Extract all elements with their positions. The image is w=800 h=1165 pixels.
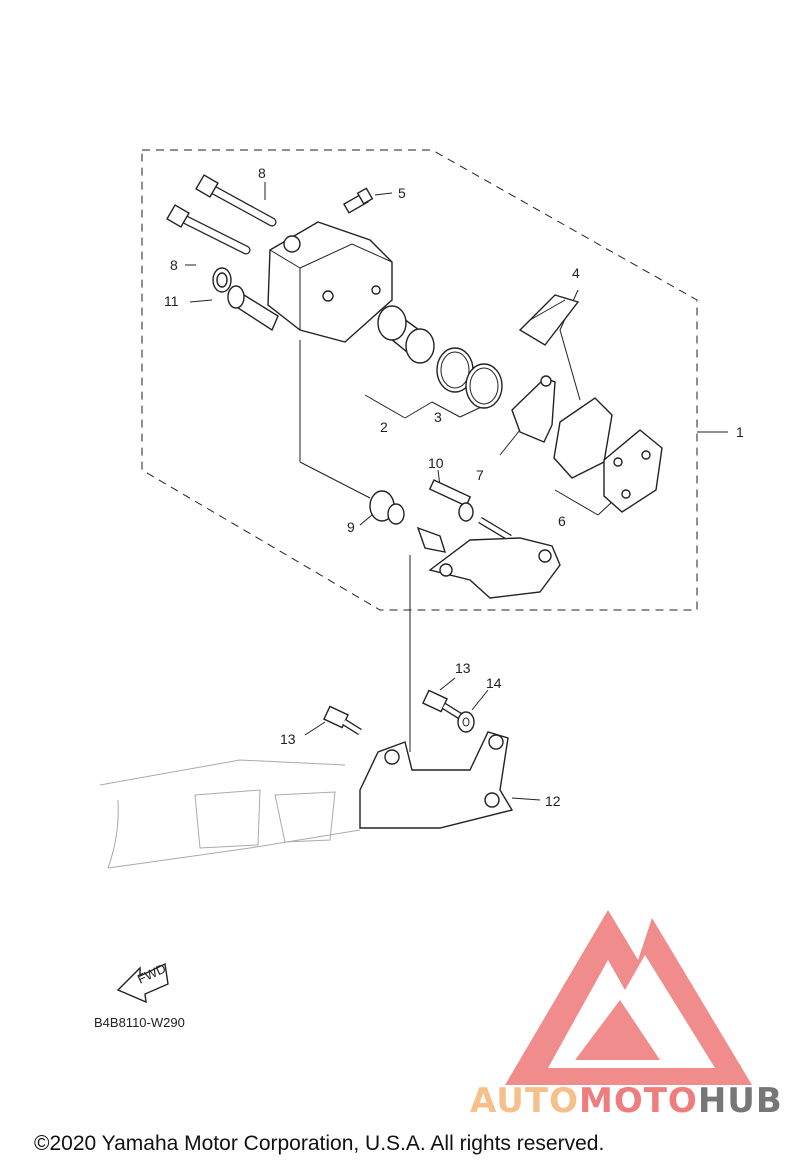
automotohub-logo — [505, 910, 752, 1085]
callout-13-lower: 13 — [280, 731, 296, 747]
piston-seals — [436, 347, 503, 409]
bracket-bolt-left — [323, 705, 362, 735]
caliper-bolt-lower — [166, 204, 251, 255]
callout-7: 7 — [476, 467, 484, 483]
washer — [457, 711, 475, 733]
swingarm-ghost — [99, 759, 361, 869]
watermark-moto: MOTO — [579, 1081, 698, 1121]
watermark-hub: HUB — [698, 1081, 783, 1121]
leader-lines — [185, 182, 728, 801]
bracket-arm — [359, 731, 514, 829]
pad-spring — [518, 294, 580, 346]
caliper-assembly-boundary — [141, 149, 698, 611]
sleeve-seal — [212, 267, 279, 332]
callout-13-upper: 13 — [455, 660, 471, 676]
watermark-auto: AUTO — [470, 1081, 579, 1121]
pad-support-plate — [511, 375, 556, 443]
caliper-bolt-upper — [195, 174, 277, 227]
caliper-body — [267, 221, 393, 343]
boot — [369, 490, 405, 525]
callout-2: 2 — [380, 419, 388, 435]
callout-11: 11 — [164, 293, 179, 309]
copyright-notice: ©2020 Yamaha Motor Corporation, U.S.A. A… — [34, 1132, 604, 1155]
slide-pin — [428, 479, 512, 542]
callout-1: 1 — [736, 424, 744, 440]
callout-14: 14 — [486, 675, 502, 691]
watermark-text: AUTOMOTOHUB — [470, 1081, 783, 1121]
callout-9: 9 — [347, 519, 355, 535]
bracket-bolt-right — [422, 689, 462, 719]
callout-10: 10 — [428, 455, 444, 471]
forward-arrow-icon: FWD — [116, 961, 169, 1004]
caliper-bracket — [416, 526, 561, 599]
callout-12: 12 — [545, 793, 561, 809]
callout-5: 5 — [398, 185, 406, 201]
callout-6: 6 — [558, 513, 566, 529]
callout-8-upper: 8 — [258, 165, 266, 181]
brake-pads — [553, 397, 663, 513]
diagram-code: B4B8110-W290 — [94, 1015, 185, 1030]
callout-3: 3 — [434, 409, 442, 425]
bleed-screw — [343, 187, 374, 214]
callout-8-lower: 8 — [170, 257, 178, 273]
piston — [377, 305, 435, 364]
callout-4: 4 — [572, 265, 580, 281]
